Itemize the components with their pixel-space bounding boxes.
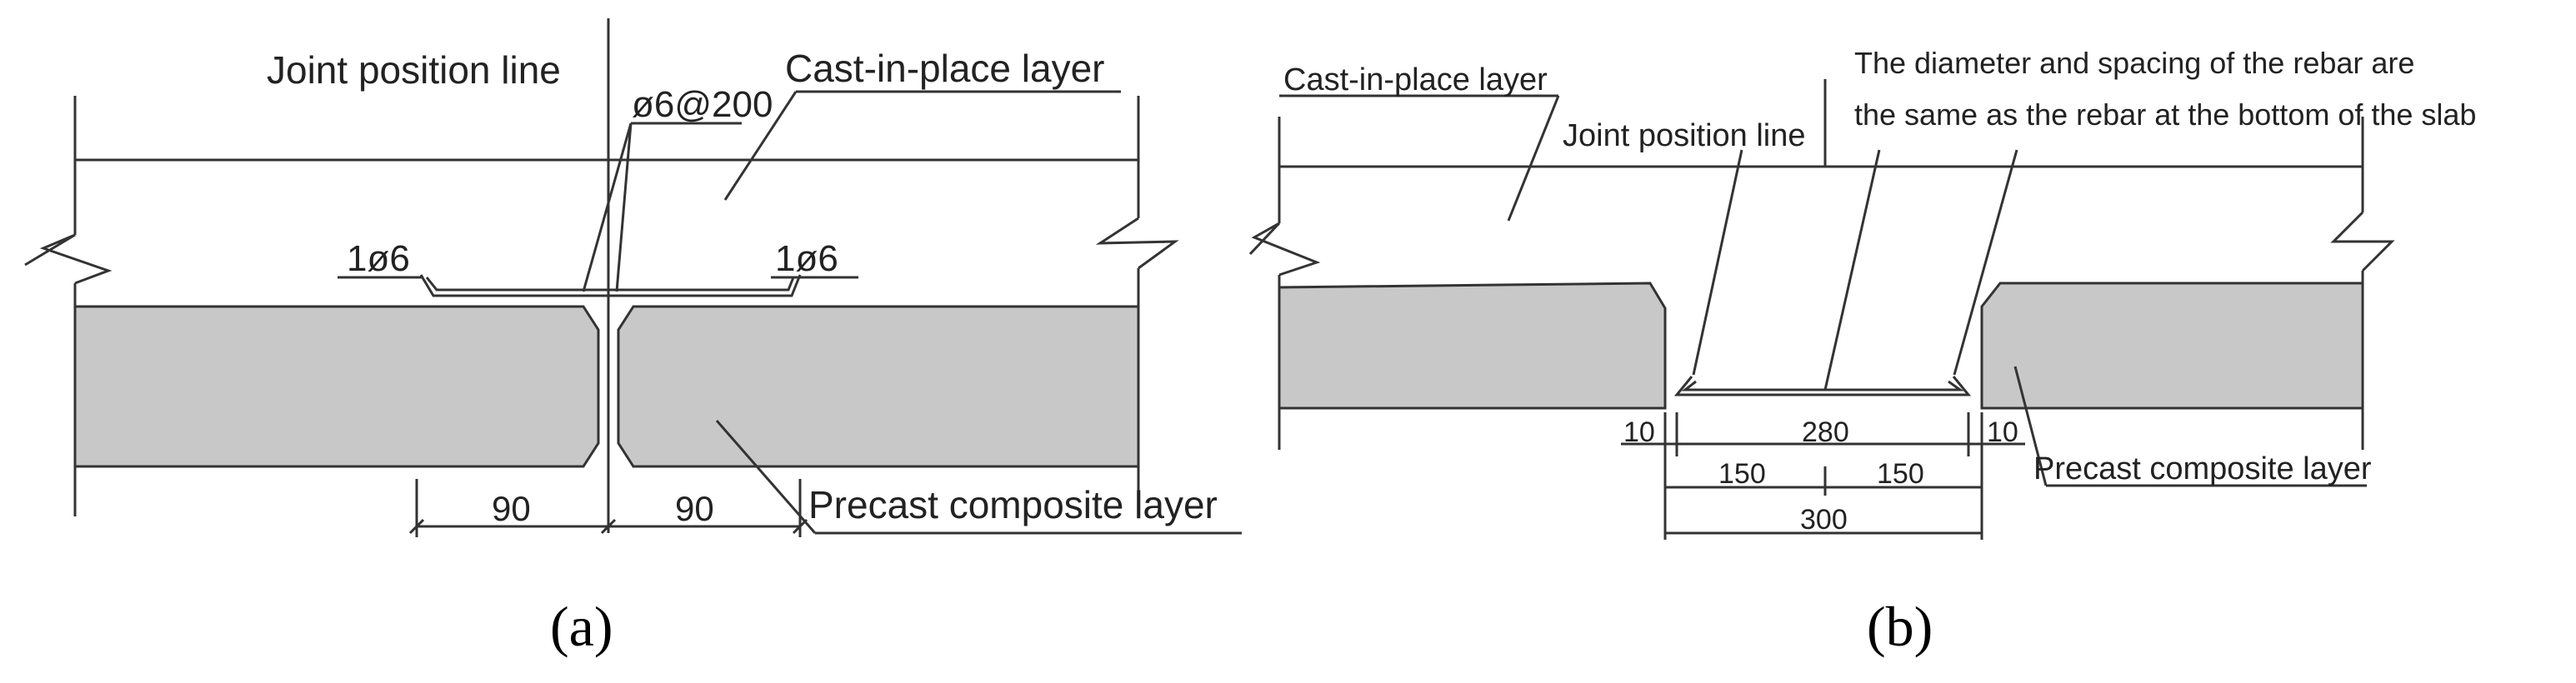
a-left-break-symbol: [24, 233, 113, 285]
b-precast-leader: [2013, 366, 2048, 486]
b-note-leader-2: [1953, 149, 2018, 376]
a-joint-position-label: Joint position line: [267, 48, 561, 92]
b-cast-in-place-label: Cast-in-place layer: [1283, 62, 1548, 97]
caption-b: (b): [1867, 595, 1933, 658]
diagram-b: [1248, 79, 2395, 450]
a-cip-leader: [723, 91, 798, 201]
b-dim-total: 300: [1800, 504, 1848, 536]
b-left-break-symbol: [1248, 222, 1321, 277]
a-dim-tick-mid: [600, 518, 617, 535]
a-cast-in-place-label: Cast-in-place layer: [785, 47, 1104, 90]
caption-a: (a): [550, 595, 613, 658]
b-joint-leader: [1692, 149, 1743, 376]
a-right-rebar-label: 1ø6: [775, 238, 838, 279]
b-right-break-symbol: [2330, 211, 2395, 272]
b-rebar: [1673, 149, 2367, 487]
b-rebar-bar: [1673, 376, 1972, 396]
a-precast-panel-left: [73, 305, 600, 468]
a-rebar-bar: [419, 274, 802, 297]
b-rebar-note-line2: the same as the rebar at the bottom of t…: [1854, 97, 2476, 132]
b-precast-panel-left: [1278, 282, 1667, 410]
b-cip-leader: [1507, 95, 1560, 222]
a-dim-tick-left: [408, 518, 425, 535]
b-dim-gap-left: 10: [1623, 416, 1655, 448]
a-left-rebar-label: 1ø6: [347, 238, 410, 279]
a-right-break-symbol: [1095, 217, 1179, 270]
a-dim-right-value: 90: [675, 489, 714, 528]
a-precast-leader: [715, 420, 817, 534]
b-precast-label: Precast composite layer: [2033, 451, 2372, 486]
b-rebar-note-line1: The diameter and spacing of the rebar ar…: [1854, 46, 2414, 80]
b-dim-half-right: 150: [1877, 458, 1924, 490]
a-rebar-leader-2: [615, 122, 633, 292]
a-dim-left-value: 90: [492, 489, 531, 528]
b-dim-rebar: 280: [1802, 416, 1849, 448]
b-rebar-bar-inner: [1681, 380, 1964, 391]
b-precast-panel-right: [1980, 282, 2364, 410]
a-rebar-spec-label: ø6@200: [632, 84, 773, 125]
a-rebar-leader-1: [582, 122, 633, 292]
a-precast-panel-right: [617, 305, 1140, 468]
b-dimensions: [1621, 412, 2025, 540]
b-joint-position-label: Joint position line: [1563, 118, 1806, 153]
b-note-leader-1: [1823, 149, 1881, 391]
b-dim-gap-right: 10: [1987, 416, 2018, 448]
a-dim-tick-right: [792, 518, 808, 535]
b-dim-half-left: 150: [1718, 458, 1766, 490]
a-precast-label: Precast composite layer: [808, 483, 1218, 526]
a-rebar: [338, 90, 1242, 535]
a-dimension: [408, 479, 808, 537]
a-rebar-bar-inner: [425, 277, 795, 292]
